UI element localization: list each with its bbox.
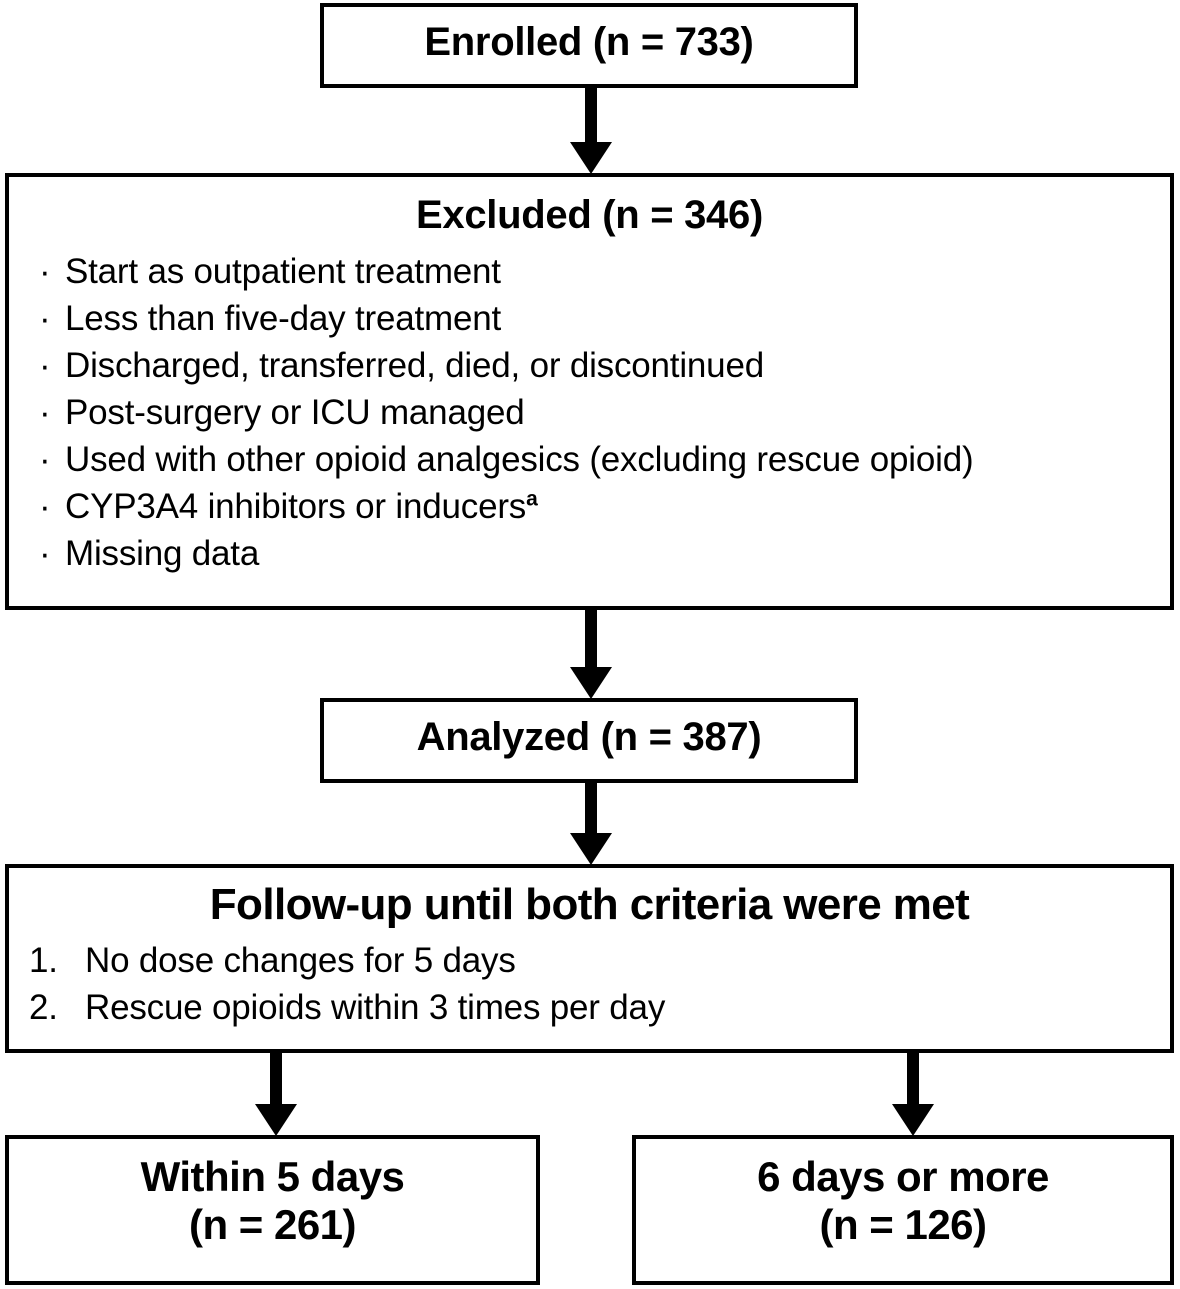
node-followup: Follow-up until both criteria were met 1… xyxy=(5,864,1174,1053)
bullet-icon: · xyxy=(39,299,51,339)
list-item: · Discharged, transferred, died, or disc… xyxy=(37,342,1170,389)
arrow-shaft xyxy=(907,1053,919,1104)
list-item-label: Post-surgery or ICU managed xyxy=(65,393,525,433)
outcome-count: (n = 261) xyxy=(188,1200,357,1248)
node-within-5-days-text: Within 5 days (n = 261) xyxy=(9,1153,536,1249)
arrow-analyzed-to-followup xyxy=(565,783,617,865)
bullet-icon: · xyxy=(39,440,51,480)
outcome-label: 6 days or more xyxy=(757,1153,1049,1200)
outcome-count: (n = 126) xyxy=(819,1200,987,1248)
exclusion-reason-list: · Start as outpatient treatment · Less t… xyxy=(9,248,1170,577)
list-item: 1. No dose changes for 5 days xyxy=(29,938,1170,985)
list-marker: 1. xyxy=(29,941,58,981)
arrow-excluded-to-analyzed xyxy=(565,610,617,699)
arrow-head-icon xyxy=(570,142,612,174)
node-six-days-or-more-text: 6 days or more (n = 126) xyxy=(636,1153,1170,1249)
node-analyzed-title: Analyzed (n = 387) xyxy=(416,715,762,759)
node-enrolled-title: Enrolled (n = 733) xyxy=(424,20,754,64)
arrow-shaft xyxy=(585,610,597,667)
bullet-icon: · xyxy=(39,346,51,386)
arrow-head-icon xyxy=(570,667,612,699)
arrow-head-icon xyxy=(570,833,612,865)
list-item: · Start as outpatient treatment xyxy=(37,248,1170,295)
node-analyzed: Analyzed (n = 387) xyxy=(320,698,858,783)
outcome-label: Within 5 days xyxy=(140,1153,405,1200)
node-followup-title: Follow-up until both criteria were met xyxy=(209,880,970,929)
arrow-followup-to-six-days-or-more xyxy=(887,1053,939,1136)
node-excluded-title: Excluded (n = 346) xyxy=(416,193,763,237)
list-item-label: Rescue opioids within 3 times per day xyxy=(85,987,666,1027)
list-item: · Used with other opioid analgesics (exc… xyxy=(37,436,1170,483)
arrow-shaft xyxy=(585,88,597,142)
list-item-label: No dose changes for 5 days xyxy=(85,941,516,981)
arrow-shaft xyxy=(585,783,597,833)
node-six-days-or-more: 6 days or more (n = 126) xyxy=(632,1135,1174,1285)
bullet-icon: · xyxy=(39,534,51,574)
list-item: · CYP3A4 inhibitors or inducersa xyxy=(37,483,1170,530)
arrow-enrolled-to-excluded xyxy=(565,88,617,174)
node-excluded: Excluded (n = 346) · Start as outpatient… xyxy=(5,173,1174,610)
list-item: · Less than five-day treatment xyxy=(37,295,1170,342)
list-item: 2. Rescue opioids within 3 times per day xyxy=(29,985,1170,1032)
followup-criteria-list: 1. No dose changes for 5 days 2. Rescue … xyxy=(9,938,1170,1031)
footnote-marker: a xyxy=(526,487,538,511)
arrow-shaft xyxy=(270,1053,282,1104)
bullet-icon: · xyxy=(39,393,51,433)
arrow-followup-to-within5 xyxy=(250,1053,302,1136)
list-item-label: Missing data xyxy=(65,534,260,574)
list-item: · Missing data xyxy=(37,530,1170,577)
list-item: · Post-surgery or ICU managed xyxy=(37,389,1170,436)
arrow-head-icon xyxy=(892,1104,934,1136)
bullet-icon: · xyxy=(39,487,51,527)
list-item-label: CYP3A4 inhibitors or inducers xyxy=(65,487,527,527)
list-item-label: Start as outpatient treatment xyxy=(65,252,501,291)
node-enrolled: Enrolled (n = 733) xyxy=(320,3,858,88)
arrow-head-icon xyxy=(255,1104,297,1136)
list-marker: 2. xyxy=(29,987,58,1027)
list-item-label: Discharged, transferred, died, or discon… xyxy=(65,346,764,386)
list-item-label: Less than five-day treatment xyxy=(65,299,502,339)
bullet-icon: · xyxy=(39,252,51,291)
node-within-5-days: Within 5 days (n = 261) xyxy=(5,1135,540,1285)
list-item-label: Used with other opioid analgesics (exclu… xyxy=(65,440,974,480)
